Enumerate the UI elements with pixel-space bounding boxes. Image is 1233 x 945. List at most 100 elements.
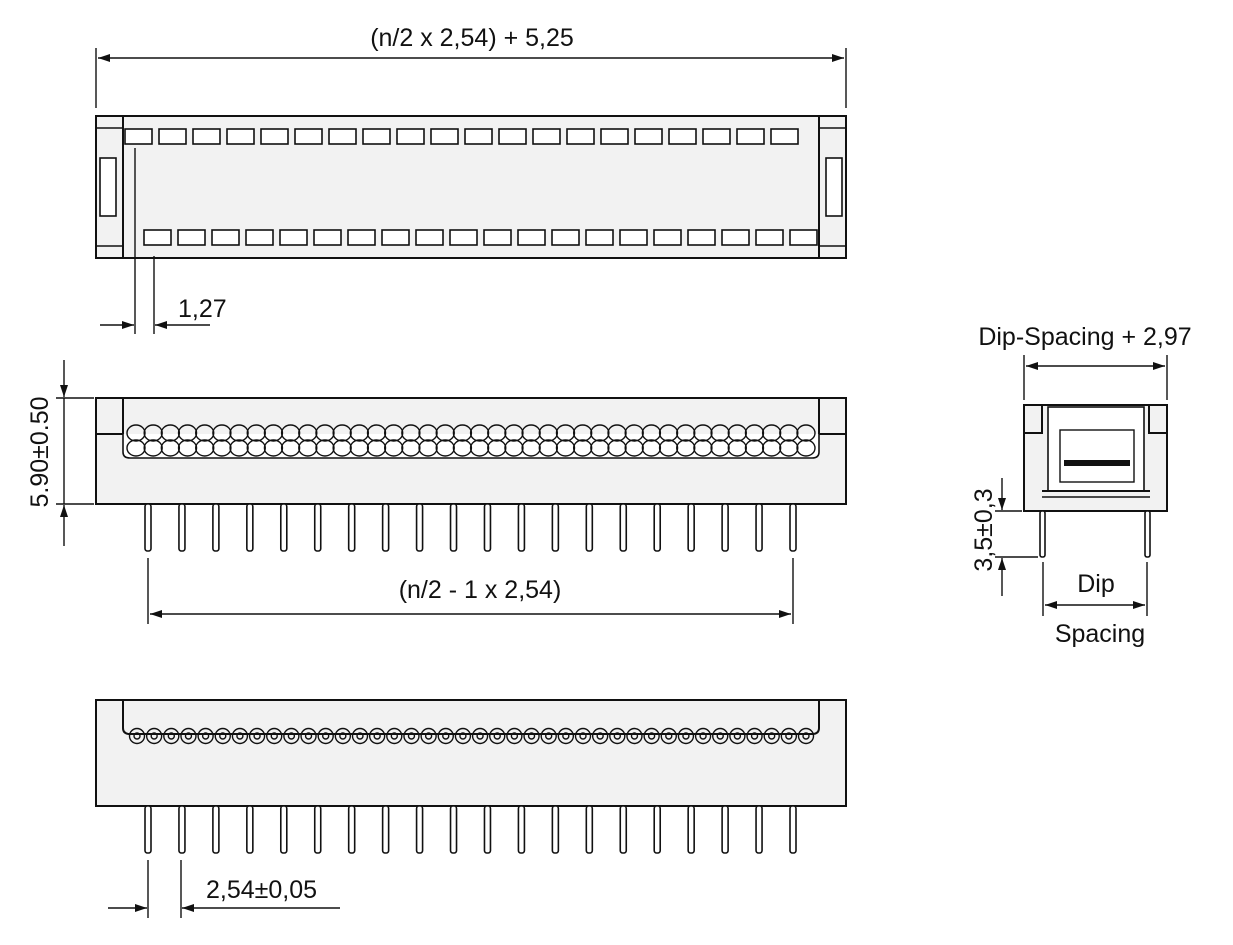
cable-conductor xyxy=(315,424,335,442)
contact-window xyxy=(532,128,561,145)
conductor-core xyxy=(613,732,622,740)
conductor-core xyxy=(356,732,364,740)
contact-window xyxy=(143,229,172,246)
conductor-core xyxy=(699,732,707,740)
cable-conductor xyxy=(248,727,266,745)
cable-conductor xyxy=(796,424,816,442)
cable-conductor xyxy=(280,424,301,442)
contact-window xyxy=(517,229,546,246)
cable-conductor xyxy=(128,727,146,745)
width-label: Dip-Spacing + 2,97 xyxy=(978,323,1191,351)
pin xyxy=(721,503,729,552)
cable-conductor xyxy=(744,424,765,442)
conductor-core xyxy=(219,732,227,740)
pin xyxy=(144,503,152,552)
conductor-core xyxy=(665,732,673,740)
conductor-core xyxy=(527,732,536,740)
cable-conductor xyxy=(435,439,455,457)
conductor-core xyxy=(424,732,433,740)
cable-conductor xyxy=(349,424,370,442)
cable-conductor xyxy=(300,727,317,745)
ribbon-cable-conductors xyxy=(128,727,815,745)
conductor-core xyxy=(785,732,793,740)
contact-window xyxy=(347,229,376,246)
pin xyxy=(415,805,424,854)
contact-window xyxy=(313,229,342,246)
cable-conductor xyxy=(624,439,644,457)
cable-conductor xyxy=(418,439,438,457)
cable-conductor xyxy=(797,727,815,745)
contact-row-top xyxy=(124,128,799,145)
conductor-core xyxy=(184,732,193,740)
pin xyxy=(619,805,628,854)
conductor-core xyxy=(767,732,776,740)
conductor-core xyxy=(682,732,690,740)
cable-conductor xyxy=(469,439,490,457)
conductor-core xyxy=(373,732,381,740)
cable-conductor xyxy=(315,439,335,457)
conductor-core xyxy=(390,732,399,740)
pin xyxy=(381,503,390,552)
contact-window xyxy=(328,128,357,145)
cable-conductor xyxy=(332,439,352,457)
pin xyxy=(483,805,492,854)
cable-conductor xyxy=(471,727,489,745)
contact-window xyxy=(551,229,580,246)
cable-conductor xyxy=(212,439,232,457)
cable-conductor xyxy=(195,439,215,457)
conductor-core xyxy=(201,732,210,740)
cable-conductor xyxy=(538,424,559,442)
cable-conductor xyxy=(452,439,473,457)
pin-offset-label: 1,27 xyxy=(178,295,227,323)
pin xyxy=(415,503,424,552)
cable-conductor xyxy=(626,727,643,745)
conductor-core xyxy=(287,732,296,740)
cable-conductor xyxy=(676,439,696,457)
pin xyxy=(279,503,288,552)
pin xyxy=(381,805,390,854)
conductor-core xyxy=(630,732,639,740)
cable-conductor xyxy=(504,439,524,457)
pin xyxy=(178,805,186,854)
pin-length-label: 3,5±0,3 xyxy=(970,488,998,571)
cable-conductor xyxy=(263,424,284,442)
contact-window xyxy=(449,229,478,246)
cable-conductor xyxy=(403,727,420,745)
pin xyxy=(687,805,695,854)
cable-conductor xyxy=(469,424,490,442)
pin xyxy=(653,503,662,552)
contact-window xyxy=(668,128,697,145)
conductor-core xyxy=(733,732,742,740)
pin-pitch-label: 2,54±0,05 xyxy=(206,876,317,904)
pin xyxy=(789,805,797,854)
contact-window xyxy=(619,229,648,246)
cable-conductor xyxy=(555,439,576,457)
contact-window xyxy=(770,128,799,145)
conductor-core xyxy=(510,732,519,740)
contact-window xyxy=(294,128,323,145)
pin xyxy=(585,805,594,854)
cable-conductor xyxy=(143,424,163,442)
pin xyxy=(585,503,594,552)
pin xyxy=(517,805,526,854)
cable-conductor xyxy=(572,439,593,457)
contact-window xyxy=(362,128,391,145)
conductor-core xyxy=(579,732,587,740)
cable-conductor xyxy=(506,727,523,745)
contact-window xyxy=(498,128,527,145)
conductor-core xyxy=(236,732,244,740)
contact-window xyxy=(464,128,493,145)
cable-conductor xyxy=(383,424,404,442)
conductor-core xyxy=(544,732,553,740)
cable-conductor xyxy=(298,424,318,442)
conductor-core xyxy=(493,732,501,740)
contact-window xyxy=(566,128,595,145)
contact-window xyxy=(415,229,444,246)
ribbon-cable-wavy xyxy=(126,424,816,457)
cable-conductor xyxy=(746,727,763,745)
conductor-core xyxy=(596,732,604,740)
cable-conductor xyxy=(452,424,473,442)
cable-conductor xyxy=(641,439,662,457)
pin xyxy=(144,805,152,854)
cable-conductor xyxy=(349,439,370,457)
